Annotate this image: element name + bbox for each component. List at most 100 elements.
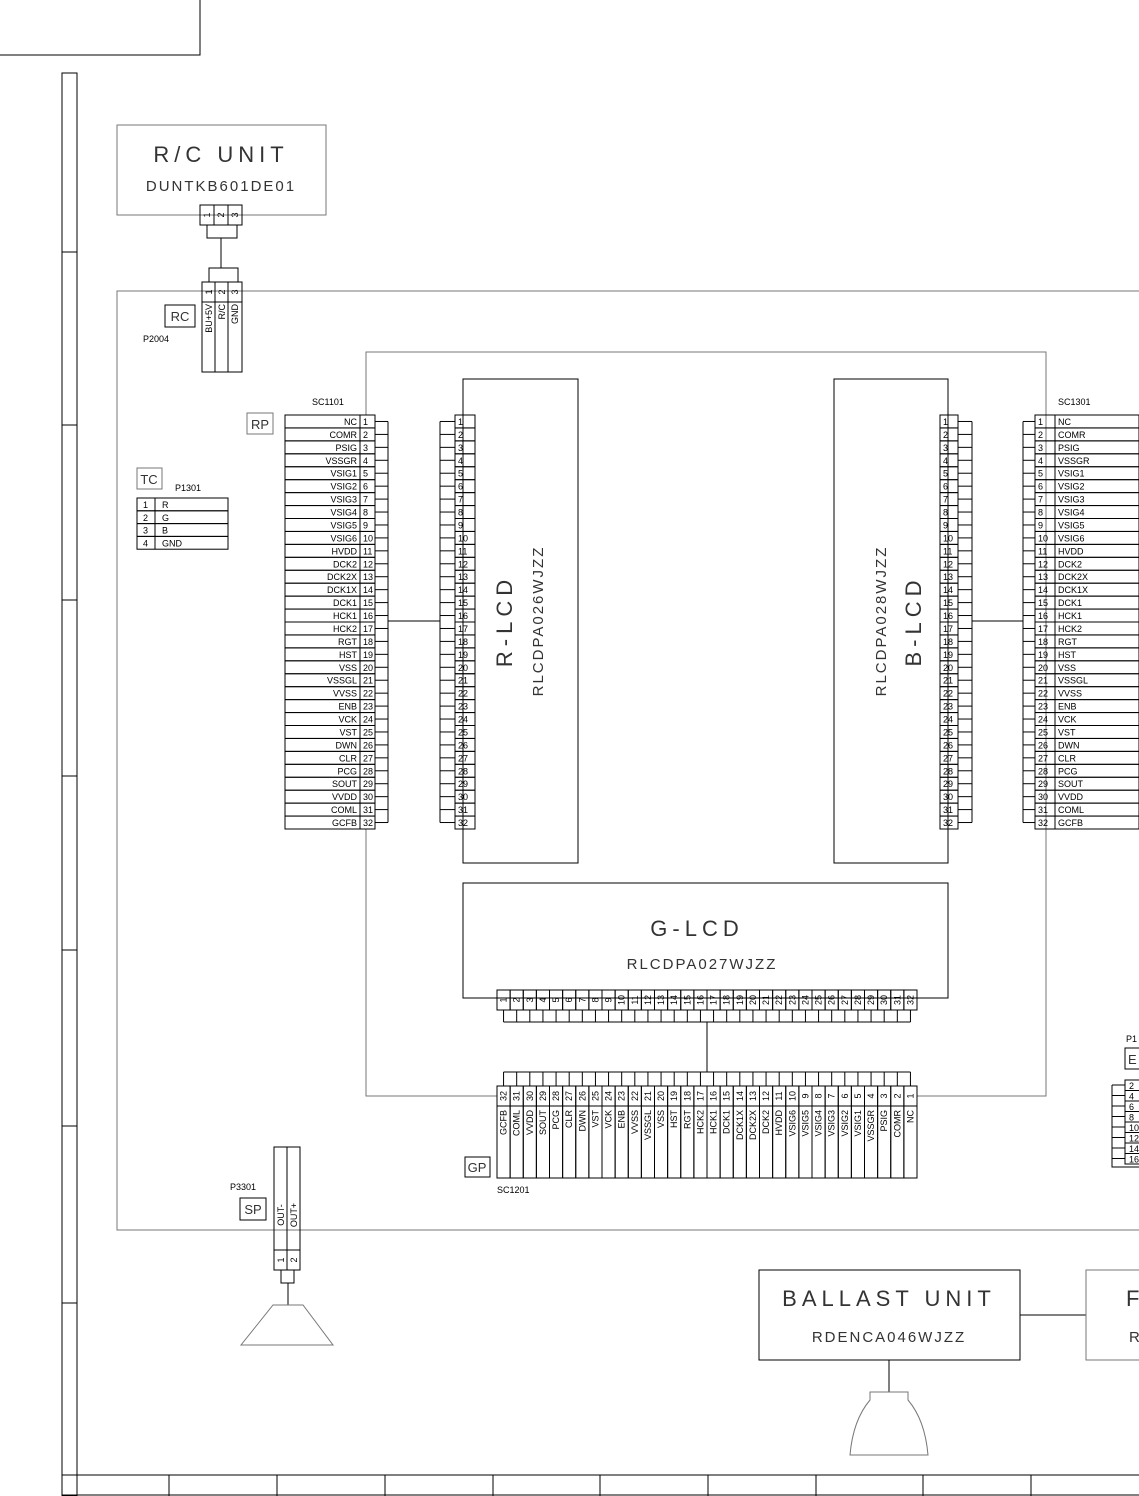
pin-number: 5 xyxy=(853,1093,863,1098)
ballast-unit: BALLAST UNIT RDENCA046WJZZ F R xyxy=(758,1269,1139,1456)
pin-signal: COMR xyxy=(330,430,358,440)
pin-number: 22 xyxy=(1038,689,1048,699)
pin-signal: VSIG6 xyxy=(330,533,357,543)
pin-number: 15 xyxy=(722,1091,732,1101)
pin-number: 5 xyxy=(1038,469,1043,479)
pin-number: 30 xyxy=(525,1091,535,1101)
pin-number: 14 xyxy=(669,995,679,1005)
pin-number: 24 xyxy=(604,1091,614,1101)
pin-signal: SOUT xyxy=(538,1110,548,1136)
pin-number: 9 xyxy=(800,1093,810,1098)
pin-signal: VCK xyxy=(1058,715,1077,725)
rc-unit-part: DUNTKB601DE01 xyxy=(146,178,296,195)
pin-number: 9 xyxy=(604,997,614,1002)
pin-signal: NC xyxy=(1058,417,1071,427)
pin-number: 14 xyxy=(363,585,373,595)
pin-signal: RGT xyxy=(1058,637,1078,647)
rc-pin: 1 xyxy=(204,289,214,294)
pin-number: 7 xyxy=(458,495,463,505)
pin-number: 24 xyxy=(363,715,373,725)
pin-number: 27 xyxy=(840,995,850,1005)
pin-number: 22 xyxy=(630,1091,640,1101)
pin-number: 23 xyxy=(787,995,797,1005)
pin-signal: VSIG3 xyxy=(330,495,357,505)
tc-signal: G xyxy=(162,513,169,523)
pin-signal: VST xyxy=(339,727,357,737)
b-lcd-name: B-LCD xyxy=(901,575,926,666)
pin-signal: GCFB xyxy=(499,1110,509,1135)
pin-signal: VVSS xyxy=(333,689,357,699)
pin-signal: DCK1 xyxy=(1058,598,1082,608)
g-lcd-module: G-LCD RLCDPA027WJZZ xyxy=(462,882,949,999)
pin-signal: VVSS xyxy=(630,1110,640,1134)
pin-number: 27 xyxy=(363,753,373,763)
pin-signal: VSIG3 xyxy=(1058,495,1085,505)
pin-signal: VSIG1 xyxy=(1058,469,1085,479)
lamp-icon xyxy=(849,1391,929,1456)
pin-number: 32 xyxy=(1038,818,1048,828)
b-lcd-part: RLCDPA028WJZZ xyxy=(873,546,890,697)
pin-signal: SOUT xyxy=(332,779,358,789)
pin-number: 19 xyxy=(669,1091,679,1101)
pin-number: 13 xyxy=(1038,572,1048,582)
gp-ref: SC1201 xyxy=(497,1185,530,1195)
pin-number: 8 xyxy=(1038,508,1043,518)
pin-number: 31 xyxy=(892,995,902,1005)
pin-signal: PSIG xyxy=(879,1110,889,1132)
pin-number: 4 xyxy=(538,997,548,1002)
pin-signal: CLR xyxy=(339,753,358,763)
tc-row xyxy=(136,535,229,550)
pin-number: 31 xyxy=(363,805,373,815)
partial-pin: 4 xyxy=(1129,1092,1134,1102)
pin-number: 16 xyxy=(709,1091,719,1101)
pin-signal: VSIG5 xyxy=(330,520,357,530)
speaker-icon xyxy=(239,1304,334,1346)
pin-signal: PSIG xyxy=(335,443,357,453)
rc-connector: 1 2 3 BU+5V R/C GND RC P2004 xyxy=(143,281,243,373)
gp-tag-box xyxy=(464,1156,491,1178)
pin-number: 19 xyxy=(735,995,745,1005)
pin-number: 6 xyxy=(458,482,463,492)
pin-number: 17 xyxy=(695,1091,705,1101)
pin-signal: COML xyxy=(512,1110,522,1136)
pin-number: 8 xyxy=(590,997,600,1002)
pin-signal: VSIG6 xyxy=(1058,533,1085,543)
pin-signal: DCK1X xyxy=(327,585,357,595)
pin-signal: RGT xyxy=(338,637,358,647)
pin-number: 13 xyxy=(656,995,666,1005)
pin-number: 15 xyxy=(1038,598,1048,608)
pin-number: 27 xyxy=(1038,753,1048,763)
pin-number: 3 xyxy=(1038,443,1043,453)
b-lcd-connector: 1234567891011121314151617181920212223242… xyxy=(939,414,973,830)
pin-number: 4 xyxy=(363,456,368,466)
pin-signal: HST xyxy=(669,1109,679,1128)
pin-number: 2 xyxy=(512,997,522,1002)
pin-number: 23 xyxy=(1038,702,1048,712)
pin-signal: DCK2 xyxy=(1058,559,1082,569)
pin-number: 11 xyxy=(774,1091,784,1100)
pin-number: 18 xyxy=(363,637,373,647)
pin-number: 8 xyxy=(458,508,463,518)
pin-signal: HVDD xyxy=(331,546,357,556)
pin-signal: VSIG5 xyxy=(1058,520,1085,530)
rc-tag: RC xyxy=(171,309,190,324)
pin-number: 4 xyxy=(1038,456,1043,466)
pin-number: 24 xyxy=(1038,715,1048,725)
pin-number: 21 xyxy=(1038,676,1048,686)
pin-number: 3 xyxy=(363,443,368,453)
pin-signal: PSIG xyxy=(1058,443,1080,453)
pin-signal: HCK2 xyxy=(695,1110,705,1134)
pin-number: 18 xyxy=(1038,637,1048,647)
pin-signal: RGT xyxy=(682,1110,692,1130)
tc-pin: 3 xyxy=(143,526,148,536)
pin-signal: DWN xyxy=(336,740,358,750)
pin-signal: HCK1 xyxy=(1058,611,1082,621)
pin-number: 9 xyxy=(943,520,948,530)
pin-number: 21 xyxy=(761,995,771,1005)
r-lcd-name: R-LCD xyxy=(492,575,517,667)
pin-signal: VSIG1 xyxy=(330,469,357,479)
pin-signal: DCK2X xyxy=(327,572,357,582)
pin-signal: NC xyxy=(905,1110,915,1123)
pin-number: 13 xyxy=(363,572,373,582)
